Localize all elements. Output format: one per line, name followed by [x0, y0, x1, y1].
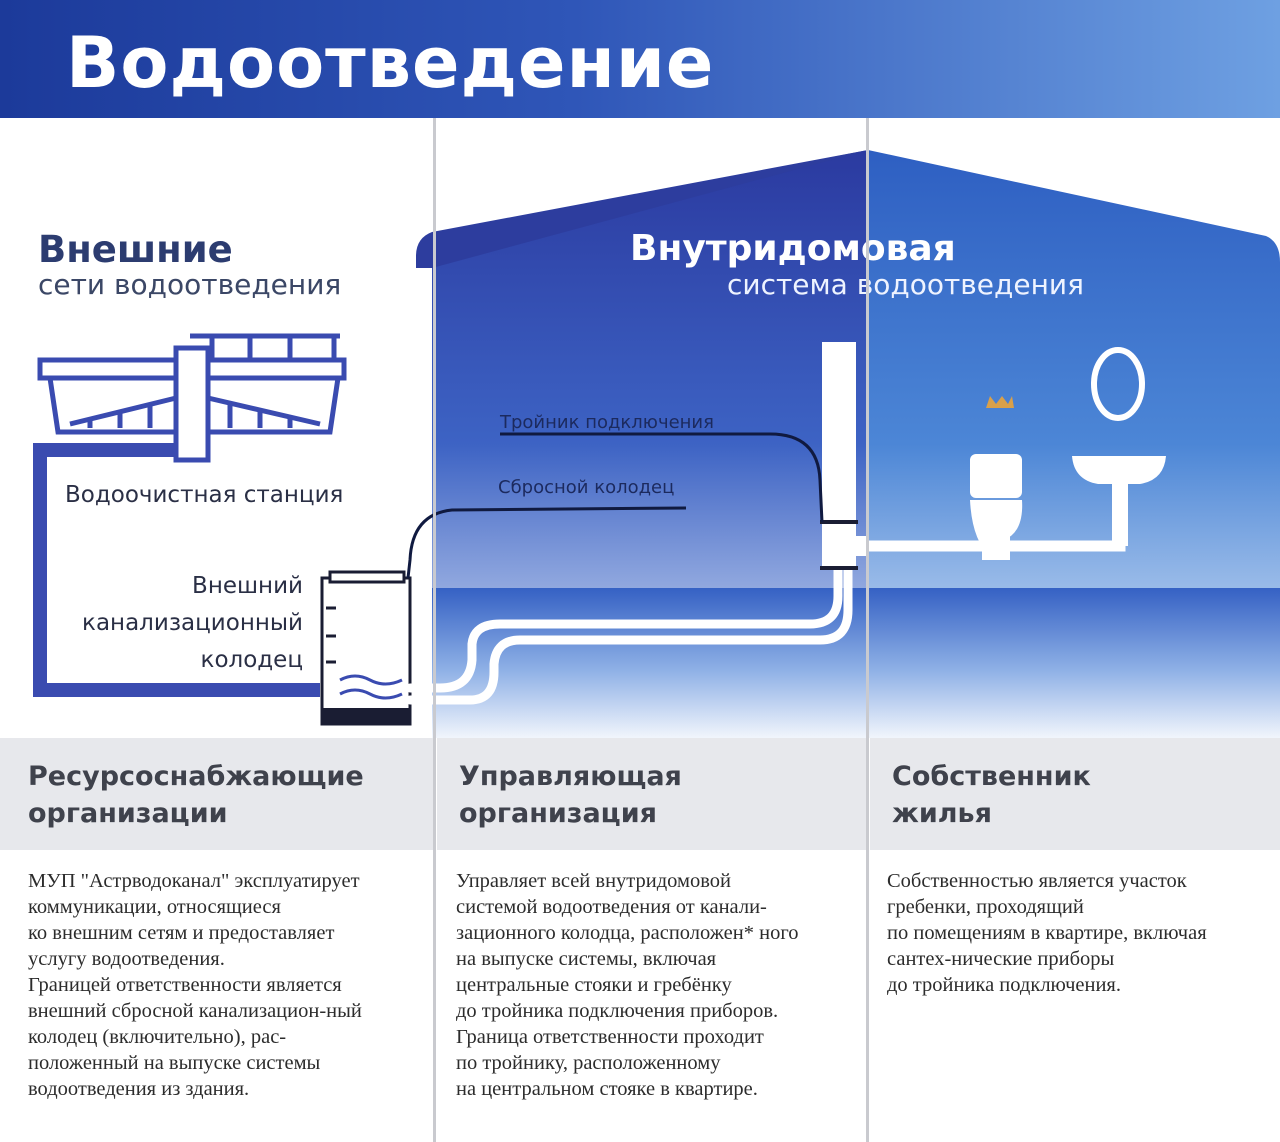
- column-heading-management: Управляющая организация: [437, 738, 867, 850]
- tee-leader: [500, 432, 824, 523]
- sink-icon: [1072, 456, 1166, 484]
- drop-well-leader: [406, 506, 687, 579]
- drop-well-label: Сбросной колодец: [498, 477, 675, 498]
- treatment-station-icon: [37, 333, 347, 463]
- column-text-resource: МУП "Астрводоканал" эксплуатирует коммун…: [28, 870, 362, 1100]
- internal-title: Внутридомовая: [630, 228, 956, 269]
- external-title: Внешние: [38, 228, 233, 271]
- external-subtitle: сети водоотведения: [38, 268, 342, 301]
- external-well-icon: [320, 570, 412, 726]
- outlet-pipe: [405, 555, 853, 705]
- drainage-diagram: [33, 150, 1280, 738]
- column-divider: [433, 118, 436, 1142]
- external-network-pipe: [33, 443, 320, 697]
- column-text-management: Управляет всей внутридомовой системой во…: [456, 870, 799, 1100]
- page-title: Водоотведение: [66, 22, 715, 104]
- column-divider: [866, 118, 869, 1142]
- external-well-label: Внешний канализационный колодец: [82, 573, 303, 673]
- column-heading-owner: Собственник жилья: [870, 738, 1280, 850]
- page-header: Водоотведение: [0, 0, 1280, 118]
- house-roof-left: [416, 150, 868, 268]
- riser-pipe: [822, 342, 856, 570]
- crown-icon: [986, 396, 1014, 408]
- internal-subtitle: система водоотведения: [727, 268, 1084, 301]
- station-label: Водоочистная станция: [65, 482, 344, 508]
- column-text-owner: Собственностью является участок гребенки…: [887, 870, 1207, 996]
- toilet-icon: [970, 454, 1023, 560]
- column-heading-resource: Ресурсоснабжающие организации: [0, 738, 434, 850]
- ground: [432, 588, 1280, 738]
- tee-label: Тройник подключения: [500, 412, 714, 433]
- mirror-icon: [1091, 347, 1145, 421]
